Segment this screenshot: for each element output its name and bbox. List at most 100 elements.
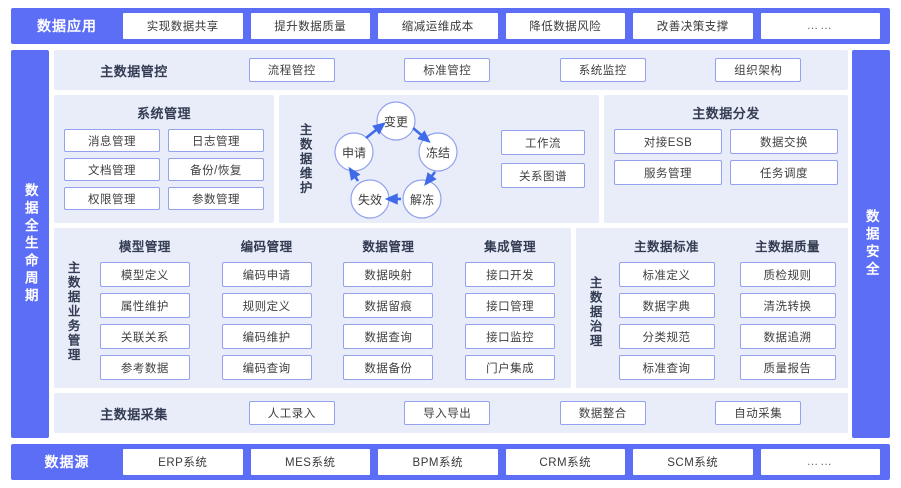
data-governance-panel: 主数据治理 主数据标准 标准定义 数据字典 分类规范 标准查询 主数据质量 质检… (576, 228, 848, 388)
governance-column-quality: 主数据质量 质检规则 清洗转换 数据追溯 质量报告 (739, 236, 836, 388)
system-item-document[interactable]: 文档管理 (64, 158, 160, 181)
distribution-item-service[interactable]: 服务管理 (614, 160, 722, 185)
data-source-item-erp[interactable]: ERP系统 (123, 449, 243, 475)
master-data-collection-label: 主数据采集 (100, 406, 168, 422)
business-model-item-define[interactable]: 模型定义 (99, 262, 190, 287)
business-data-item-query[interactable]: 数据查询 (343, 324, 434, 349)
data-source-title: 数据源 (44, 454, 90, 470)
business-model-item-relation[interactable]: 关联关系 (99, 324, 190, 349)
governance-standard-item-define[interactable]: 标准定义 (618, 262, 715, 287)
distribution-item-exchange[interactable]: 数据交换 (730, 129, 838, 154)
business-model-item-attribute[interactable]: 属性维护 (99, 293, 190, 318)
distribution-grid: 对接ESB 数据交换 服务管理 任务调度 (614, 129, 838, 185)
cycle-arrow-apply-to-change (365, 122, 386, 140)
governance-column-quality-head: 主数据质量 (754, 240, 820, 254)
business-column-data-head: 数据管理 (362, 240, 415, 254)
governance-quality-item-report[interactable]: 质量报告 (739, 355, 836, 380)
maintenance-item-workflow[interactable]: 工作流 (501, 130, 585, 155)
cycle-node-change-label: 变更 (384, 114, 408, 129)
data-application-item[interactable]: 降低数据风险 (505, 13, 625, 39)
system-management-panel: 系统管理 消息管理 日志管理 文档管理 备份/恢复 权限管理 参数管理 (54, 95, 274, 223)
collection-item-integration[interactable]: 数据整合 (559, 401, 646, 425)
master-data-distribution-panel: 主数据分发 对接ESB 数据交换 服务管理 任务调度 (604, 95, 848, 223)
governance-quality-item-rule[interactable]: 质检规则 (739, 262, 836, 287)
data-application-item[interactable]: 提升数据质量 (250, 13, 370, 39)
business-code-item-maintain[interactable]: 编码维护 (221, 324, 312, 349)
business-column-integration: 集成管理 接口开发 接口管理 接口监控 门户集成 (465, 236, 556, 388)
business-integration-item-portal[interactable]: 门户集成 (465, 355, 556, 380)
maintenance-item-relation-graph[interactable]: 关系图谱 (501, 163, 585, 188)
business-column-data: 数据管理 数据映射 数据留痕 数据查询 数据备份 (343, 236, 434, 388)
business-columns: 模型管理 模型定义 属性维护 关联关系 参考数据 编码管理 编码申请 规则定义 … (84, 236, 571, 388)
business-code-item-rule[interactable]: 规则定义 (221, 293, 312, 318)
master-data-maintenance-label: 主数据维护 (297, 122, 312, 196)
governance-standard-item-query[interactable]: 标准查询 (618, 355, 715, 380)
system-item-message[interactable]: 消息管理 (64, 129, 160, 152)
cycle-node-invalid-label: 失效 (358, 192, 382, 207)
data-source-item-bpm[interactable]: BPM系统 (378, 449, 498, 475)
business-integration-item-monitor[interactable]: 接口监控 (465, 324, 556, 349)
data-application-title: 数据应用 (37, 18, 97, 34)
center-column: 主数据管控 流程管控 标准管控 系统监控 组织架构 系统管理 消息管理 日志管理… (54, 50, 848, 438)
collection-item-auto[interactable]: 自动采集 (715, 401, 802, 425)
business-model-item-reference[interactable]: 参考数据 (99, 355, 190, 380)
data-security-label: 数据安全 (863, 209, 879, 279)
governance-column-standard: 主数据标准 标准定义 数据字典 分类规范 标准查询 (618, 236, 715, 388)
governance-quality-item-cleanse[interactable]: 清洗转换 (739, 293, 836, 318)
data-source-item-more[interactable]: …… (760, 449, 880, 475)
governance-item-monitor[interactable]: 系统监控 (559, 58, 646, 82)
data-source-bar: 数据源 ERP系统 MES系统 BPM系统 CRM系统 SCM系统 …… (11, 444, 890, 480)
distribution-item-esb[interactable]: 对接ESB (614, 129, 722, 154)
lifecycle-cycle-diagram: 变更 冻结 解冻 失效 申请 (321, 95, 471, 223)
business-management-label: 主数据业务管理 (65, 261, 80, 363)
data-governance-label: 主数据治理 (587, 275, 602, 349)
data-application-item[interactable]: 实现数据共享 (123, 13, 243, 39)
cycle-node-freeze-label: 冻结 (426, 145, 450, 160)
cycle-svg: 变更 冻结 解冻 失效 申请 (334, 101, 458, 219)
business-data-item-backup[interactable]: 数据备份 (343, 355, 434, 380)
system-item-permission[interactable]: 权限管理 (64, 187, 160, 210)
business-management-panel: 主数据业务管理 模型管理 模型定义 属性维护 关联关系 参考数据 编码管理 编码… (54, 228, 571, 388)
distribution-item-schedule[interactable]: 任务调度 (730, 160, 838, 185)
business-integration-item-manage[interactable]: 接口管理 (465, 293, 556, 318)
system-item-parameter[interactable]: 参数管理 (168, 187, 264, 210)
system-item-log[interactable]: 日志管理 (168, 129, 264, 152)
cycle-arrow-invalid-to-apply (348, 166, 361, 182)
data-source-item-scm[interactable]: SCM系统 (633, 449, 753, 475)
business-code-item-query[interactable]: 编码查询 (221, 355, 312, 380)
cycle-node-apply-label: 申请 (342, 146, 366, 160)
business-column-code: 编码管理 编码申请 规则定义 编码维护 编码查询 (221, 236, 312, 388)
master-data-collection-row: 主数据采集 人工录入 导入导出 数据整合 自动采集 (54, 393, 848, 433)
data-application-cells: 实现数据共享 提升数据质量 缩减运维成本 降低数据风险 改善决策支撑 …… (123, 13, 890, 39)
system-management-grid: 消息管理 日志管理 文档管理 备份/恢复 权限管理 参数管理 (64, 129, 264, 210)
business-data-item-trace[interactable]: 数据留痕 (343, 293, 434, 318)
data-application-item[interactable]: 改善决策支撑 (633, 13, 753, 39)
governance-item-org[interactable]: 组织架构 (715, 58, 802, 82)
distribution-title: 主数据分发 (692, 106, 760, 121)
governance-standard-item-dictionary[interactable]: 数据字典 (618, 293, 715, 318)
data-lifecycle-sidebar: 数据全生命周期 (11, 50, 49, 438)
collection-item-manual[interactable]: 人工录入 (248, 401, 335, 425)
cycle-arrow-change-to-freeze (412, 127, 431, 144)
governance-item-standard[interactable]: 标准管控 (404, 58, 491, 82)
business-column-code-head: 编码管理 (240, 240, 293, 254)
data-application-item-more[interactable]: …… (760, 13, 880, 39)
data-source-item-mes[interactable]: MES系统 (250, 449, 370, 475)
system-item-backup[interactable]: 备份/恢复 (168, 158, 264, 181)
master-data-maintenance-panel: 主数据维护 (279, 95, 599, 223)
collection-item-import-export[interactable]: 导入导出 (404, 401, 491, 425)
governance-quality-item-trace[interactable]: 数据追溯 (739, 324, 836, 349)
business-label-holder: 主数据业务管理 (60, 236, 84, 388)
governance-standard-item-category[interactable]: 分类规范 (618, 324, 715, 349)
governance-item-process[interactable]: 流程管控 (248, 58, 335, 82)
cycle-node-unfreeze-circle (402, 179, 442, 219)
data-source-item-crm[interactable]: CRM系统 (505, 449, 625, 475)
governance-column-standard-head: 主数据标准 (633, 240, 699, 254)
data-application-item[interactable]: 缩减运维成本 (378, 13, 498, 39)
business-code-item-apply[interactable]: 编码申请 (221, 262, 312, 287)
data-lifecycle-label: 数据全生命周期 (22, 182, 38, 306)
business-integration-item-develop[interactable]: 接口开发 (465, 262, 556, 287)
business-data-item-mapping[interactable]: 数据映射 (343, 262, 434, 287)
master-data-governance-label: 主数据管控 (100, 63, 168, 79)
maintenance-side-items: 工作流 关系图谱 (501, 130, 585, 188)
